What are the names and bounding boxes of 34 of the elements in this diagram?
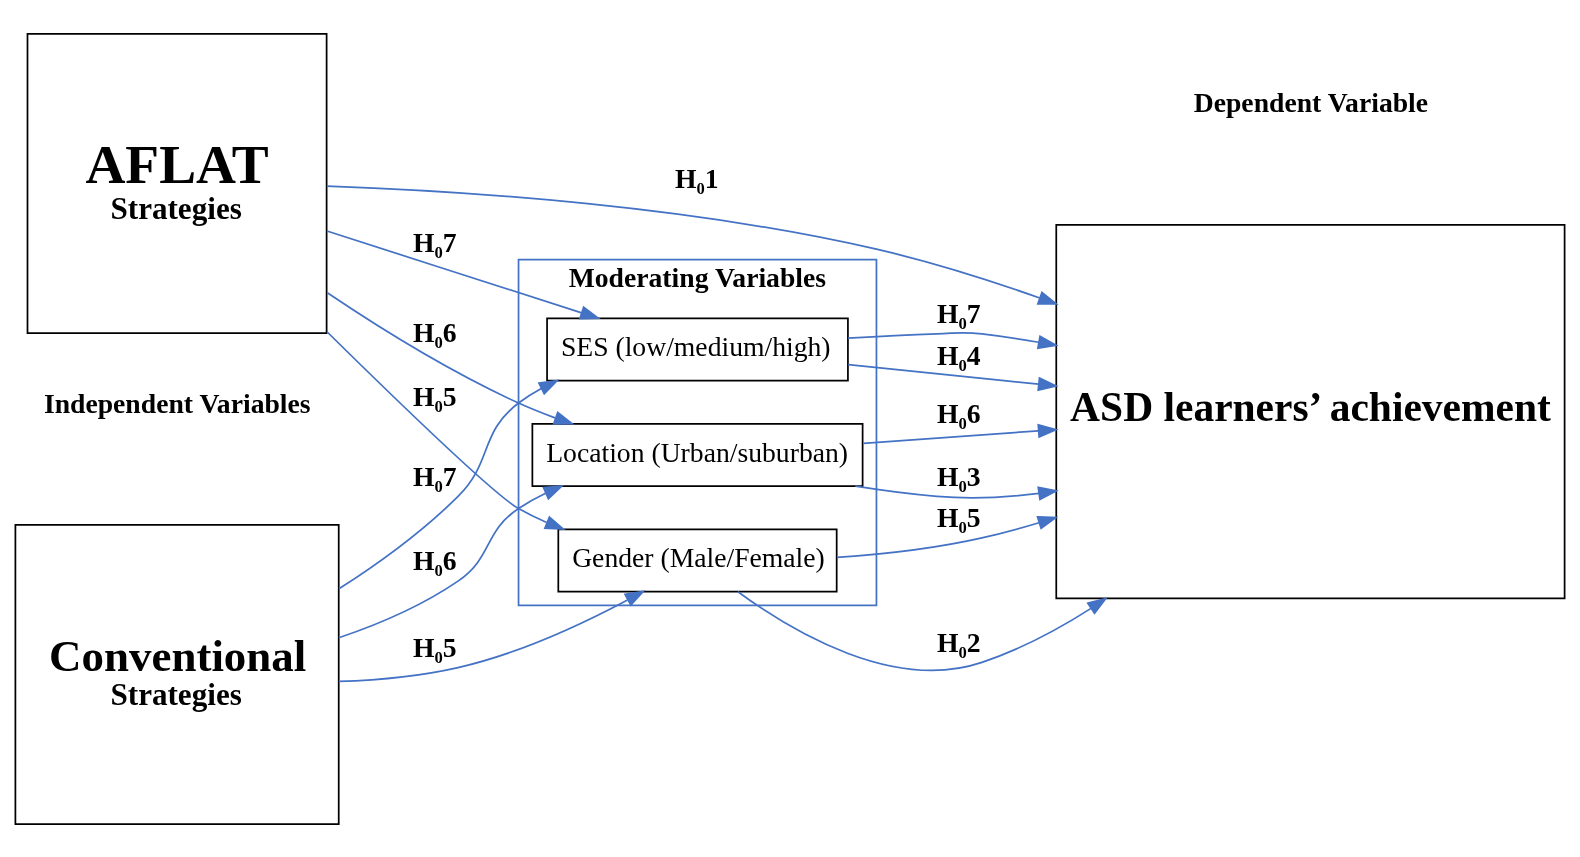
edge-label: H₀5 xyxy=(413,380,457,412)
arrow xyxy=(737,590,1108,671)
arrow xyxy=(338,379,560,590)
arrow xyxy=(326,184,1059,305)
edge-label: H₀1 xyxy=(675,162,719,194)
arrow xyxy=(854,484,1059,501)
arrow xyxy=(836,515,1059,558)
arrow xyxy=(847,363,1059,391)
arrow xyxy=(326,229,601,320)
edge-label: H₀7 xyxy=(413,460,457,492)
arrow xyxy=(847,331,1059,349)
edge-label: H₀7 xyxy=(413,226,457,258)
arrow xyxy=(338,589,646,682)
node-box: ASD learners’ achievement xyxy=(1055,223,1566,599)
node-box: Conventional Strategies xyxy=(14,523,340,825)
node-box: AFLAT Strategies xyxy=(26,32,328,334)
edge-label: H₀6 xyxy=(413,316,457,348)
arrow xyxy=(326,291,575,425)
arrow xyxy=(337,484,565,639)
edge-label: H₀7 xyxy=(936,297,981,329)
label: Independent Variables xyxy=(43,387,311,419)
arrow xyxy=(862,423,1059,444)
edge-label: H₀3 xyxy=(936,460,981,492)
edge-label: H₀4 xyxy=(936,339,981,371)
node-box: Location (Urban/suburban) xyxy=(531,422,864,487)
edge-label: H₀5 xyxy=(936,501,981,533)
edge-label: H₀2 xyxy=(936,626,981,658)
label: Dependent Variable xyxy=(1193,86,1429,118)
edge-label: H₀6 xyxy=(413,544,457,576)
edge-label: H₀5 xyxy=(413,631,457,663)
edge-label: H₀6 xyxy=(936,397,981,429)
node-box: SES (low/medium/high) xyxy=(546,316,849,381)
arrow xyxy=(326,330,566,530)
node-box: Gender (Male/Female) xyxy=(557,527,838,592)
